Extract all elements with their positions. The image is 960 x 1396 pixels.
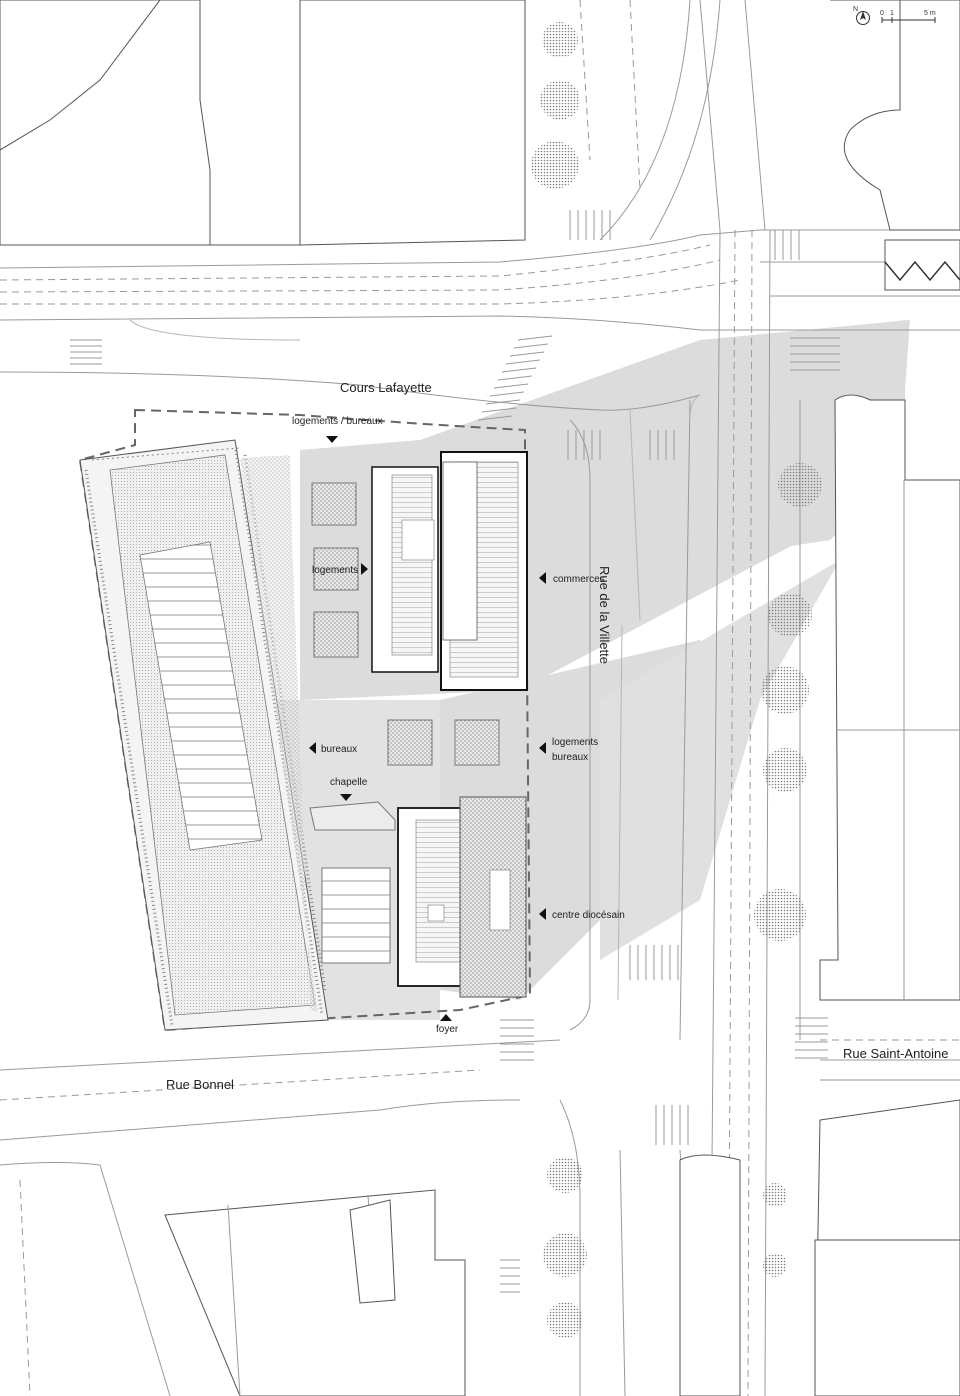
crossing-saint-antoine: [795, 1017, 828, 1059]
crossing-bonnel-east: [655, 1105, 689, 1145]
courtyard-tree-4: [387, 719, 433, 766]
north-arrow-label: N: [853, 6, 858, 13]
label-bureaux: bureaux: [321, 744, 357, 755]
street-trees: [531, 22, 822, 1338]
label-logements: logements: [312, 565, 358, 576]
label-centre-diocesain: centre diocésain: [552, 910, 625, 921]
label-chapelle: chapelle: [330, 777, 368, 788]
tree: [547, 1157, 583, 1193]
arrow-commerces: [539, 572, 546, 584]
arrow-centre-diocesain: [539, 908, 546, 920]
building-northwest: [0, 0, 526, 246]
crossing-lafayette-east: [790, 329, 840, 371]
project-site: [78, 408, 532, 1032]
tree: [768, 593, 812, 637]
map-labels: Cours Lafayette Rue de la Villette Rue B…: [166, 380, 949, 1092]
crossing-cours-lafayette-west: [70, 339, 102, 365]
scale-tick-1: 1: [890, 10, 894, 17]
west-building-skylights: [139, 541, 263, 851]
label-commerces: commerces: [553, 574, 605, 585]
tree: [778, 463, 822, 507]
courtyard-tree-5: [454, 719, 500, 766]
street-label-cours-lafayette: Cours Lafayette: [340, 380, 432, 395]
arrow-logements-bureaux-right: [539, 742, 546, 754]
garden-strip: [240, 455, 318, 1012]
entry-arrows: [309, 436, 546, 1021]
crossing-top-east: [774, 230, 800, 260]
north-arrow: N: [853, 6, 870, 25]
building-south-tower: [349, 1199, 396, 1304]
crossing-south-tram: [500, 1259, 520, 1293]
tree: [531, 141, 579, 189]
tree: [763, 748, 807, 792]
courtyard-tree-3: [313, 611, 359, 658]
arrow-logements: [361, 563, 368, 575]
tree: [547, 1302, 583, 1338]
building-northeast: [830, 0, 960, 231]
label-bureaux-right: bureaux: [552, 752, 588, 763]
tree: [542, 22, 578, 58]
courtyard-tree-1: [311, 482, 357, 526]
site-boundary: [78, 408, 532, 1032]
street-label-rue-bonnel: Rue Bonnel: [166, 1077, 234, 1092]
building-east-block: [819, 394, 960, 1001]
street-label-rue-saint-antoine: Rue Saint-Antoine: [843, 1046, 949, 1061]
tree: [761, 666, 809, 714]
building-southeast-inner: [814, 1239, 960, 1396]
arrow-logements-bureaux-top: [326, 436, 338, 443]
courtyard-tree-2: [313, 547, 359, 591]
arrow-chapelle: [340, 794, 352, 801]
tree: [540, 80, 580, 120]
crossing-villette-north: [567, 430, 675, 460]
arrow-bureaux: [309, 742, 316, 754]
scale-tick-0: 0: [880, 10, 884, 17]
tree: [763, 1253, 787, 1277]
scale-tick-5: 5 m: [924, 10, 936, 17]
crossing-rue-bonnel: [500, 1019, 534, 1061]
pedestrian-crossings: [70, 210, 840, 1293]
building-south-long: [164, 1189, 466, 1396]
building-northwest-left: [0, 0, 161, 151]
crossing-cours-lafayette-diagonal: [477, 335, 553, 421]
label-logements-bureaux-top: logements / bureaux: [292, 416, 383, 427]
tree: [763, 1183, 787, 1207]
tree: [543, 1233, 587, 1277]
label-logements-right: logements: [552, 737, 598, 748]
tree: [754, 889, 806, 941]
scale-bar: 0 1 5 m: [880, 10, 936, 23]
chapelle-roof: [309, 801, 396, 831]
arrow-foyer: [440, 1014, 452, 1021]
label-foyer: foyer: [436, 1024, 459, 1035]
street-label-rue-villette: Rue de la Villette: [597, 566, 612, 664]
crossing-top-west: [569, 210, 611, 240]
crossing-villette-south: [629, 945, 679, 980]
building-northeast-strip: [884, 239, 960, 291]
south-block-patio: [321, 867, 391, 964]
building-south-west-corner: [679, 1154, 741, 1396]
